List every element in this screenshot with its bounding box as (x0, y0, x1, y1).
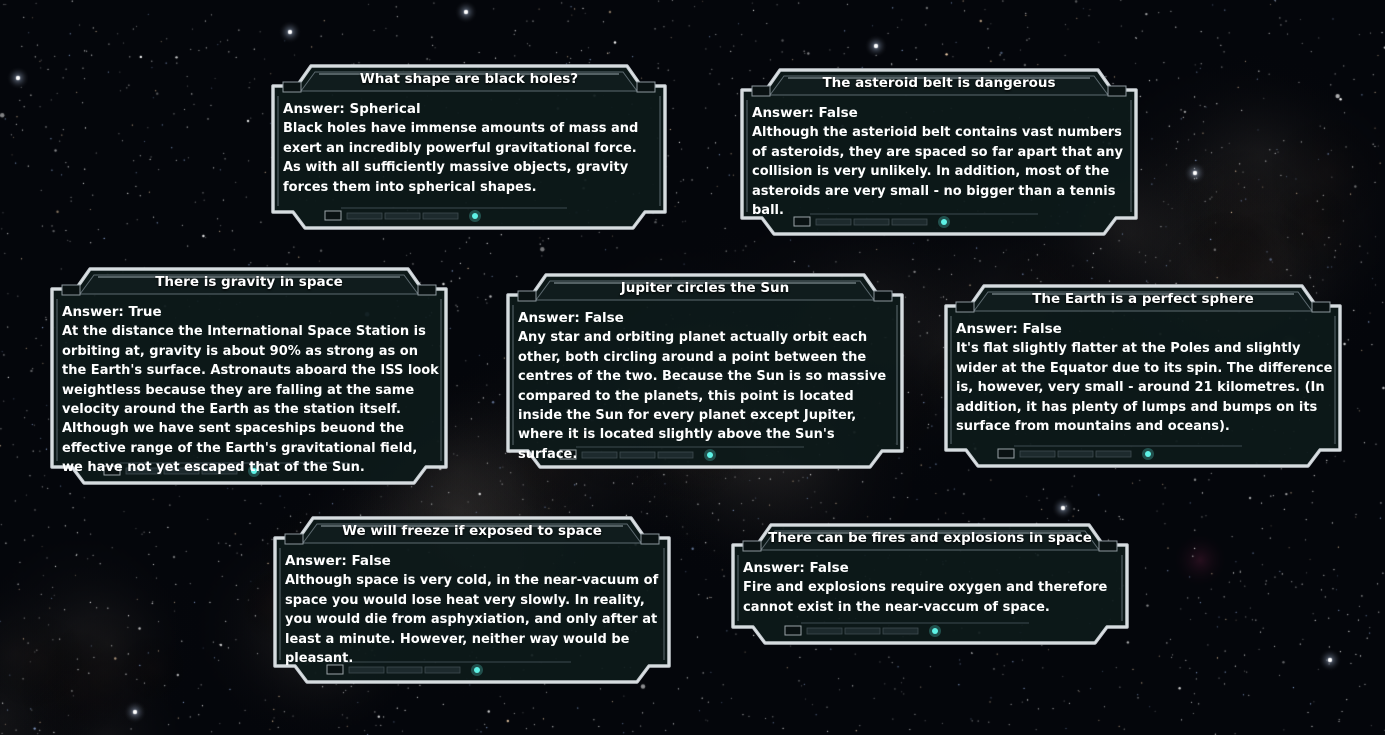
card-title: Jupiter circles the Sun (620, 280, 790, 296)
card-body: Answer: Spherical Black holes have immen… (283, 100, 659, 197)
card-body: Answer: False It's flat slightly flatter… (956, 320, 1334, 436)
card-body: Answer: False Although space is very col… (285, 552, 663, 668)
card-text: At the distance the International Space … (62, 324, 439, 476)
panel-frame (50, 267, 448, 485)
fact-card-black-holes: What shape are black holes? Answer: Sphe… (271, 62, 667, 232)
fact-card-fires: There can be fires and explosions in spa… (731, 521, 1129, 647)
fact-card-freeze: We will freeze if exposed to space Answe… (273, 514, 671, 686)
card-body: Answer: False Although the asterioid bel… (752, 104, 1130, 220)
fact-card-asteroid-belt: The asteroid belt is dangerous Answer: F… (740, 66, 1138, 238)
card-text: Any star and orbiting planet actually or… (518, 330, 887, 462)
card-text: Black holes have immense amounts of mass… (283, 121, 639, 195)
card-body: Answer: False Any star and orbiting plan… (518, 309, 896, 464)
card-title: There is gravity in space (155, 274, 343, 290)
panel-frame (273, 516, 671, 684)
card-title: We will freeze if exposed to space (342, 523, 602, 539)
card-title: The asteroid belt is dangerous (822, 75, 1056, 91)
card-title: What shape are black holes? (359, 71, 579, 87)
card-answer: Answer: False (743, 560, 849, 576)
card-answer: Answer: Spherical (283, 101, 421, 117)
panel-frame (944, 284, 1342, 468)
card-title: The Earth is a perfect sphere (1032, 291, 1254, 307)
card-text: Although space is very cold, in the near… (285, 573, 659, 667)
card-text: Fire and explosions require oxygen and t… (743, 580, 1108, 615)
panel-frame (506, 273, 904, 469)
card-answer: Answer: True (62, 304, 162, 320)
fact-card-jupiter: Jupiter circles the Sun Answer: False An… (506, 271, 904, 471)
card-answer: Answer: False (956, 321, 1062, 337)
card-answer: Answer: False (518, 310, 624, 326)
panel-frame (740, 68, 1138, 236)
panel-frame (731, 523, 1129, 645)
fact-card-gravity: There is gravity in space Answer: True A… (50, 265, 448, 487)
card-text: It's flat slightly flatter at the Poles … (956, 341, 1333, 435)
card-body: Answer: True At the distance the Interna… (62, 303, 440, 478)
card-answer: Answer: False (285, 553, 391, 569)
panel-frame (271, 64, 667, 230)
card-title: There can be fires and explosions in spa… (768, 530, 1092, 546)
fact-card-earth-sphere: The Earth is a perfect sphere Answer: Fa… (944, 282, 1342, 470)
card-body: Answer: False Fire and explosions requir… (743, 559, 1121, 617)
card-answer: Answer: False (752, 105, 858, 121)
card-text: Although the asterioid belt contains vas… (752, 125, 1123, 219)
